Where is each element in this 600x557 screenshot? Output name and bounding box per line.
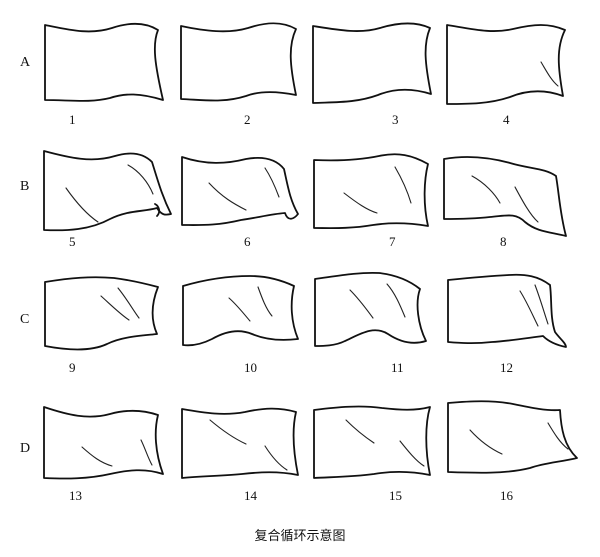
- flag-frame-13: 13: [43, 406, 164, 503]
- flag-frame-1: 1: [44, 22, 164, 127]
- frame-number-15: 15: [389, 488, 402, 503]
- flag-frame-2: 2: [180, 22, 297, 127]
- flag-frame-16: 16: [447, 400, 578, 503]
- flag-frame-9: 9: [44, 276, 159, 375]
- flag-frame-11: 11: [314, 271, 427, 375]
- flag-frame-3: 3: [312, 22, 432, 127]
- flag-frame-8: 8: [443, 156, 567, 249]
- frame-number-12: 12: [500, 360, 513, 375]
- frame-number-6: 6: [244, 234, 251, 249]
- flag-frame-7: 7: [313, 153, 429, 249]
- row-label-c: C: [20, 312, 29, 327]
- frame-number-1: 1: [69, 112, 76, 127]
- flag-frame-6: 6: [181, 156, 299, 249]
- row-label-a: A: [20, 55, 31, 70]
- frame-number-14: 14: [244, 488, 258, 503]
- frame-number-8: 8: [500, 234, 507, 249]
- frame-number-16: 16: [500, 488, 514, 503]
- flag-frame-15: 15: [313, 405, 431, 503]
- row-label-b: B: [20, 179, 29, 194]
- frame-number-7: 7: [389, 234, 396, 249]
- flag-frame-5: 5: [43, 150, 172, 249]
- frame-number-13: 13: [69, 488, 82, 503]
- flag-frame-14: 14: [181, 407, 299, 503]
- frame-number-5: 5: [69, 234, 76, 249]
- frame-number-11: 11: [391, 360, 404, 375]
- flag-frame-12: 12: [447, 273, 567, 375]
- frame-number-3: 3: [392, 112, 399, 127]
- diagram-caption: 复合循环示意图: [254, 529, 346, 544]
- frame-number-4: 4: [503, 112, 510, 127]
- flag-frame-10: 10: [182, 275, 299, 375]
- frame-number-10: 10: [244, 360, 257, 375]
- frame-number-9: 9: [69, 360, 76, 375]
- flag-frame-4: 4: [446, 24, 566, 127]
- row-label-d: D: [20, 441, 30, 456]
- frame-number-2: 2: [244, 112, 251, 127]
